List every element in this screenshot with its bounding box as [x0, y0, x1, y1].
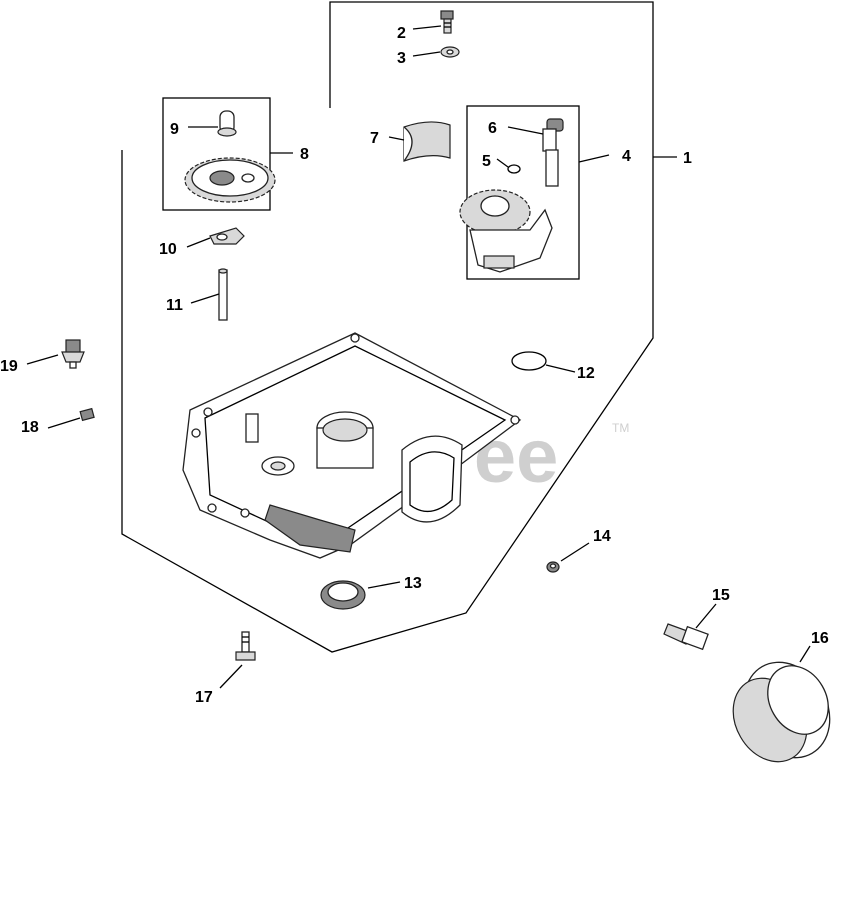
callout-10: 10	[159, 241, 177, 258]
oil-filter-part-16	[732, 661, 831, 763]
assembly-outline	[121, 1, 654, 653]
oil-pump-part-4	[459, 189, 553, 273]
set-screw-part-18	[79, 407, 95, 422]
callout-2: 2	[397, 25, 406, 42]
screen-part-7	[403, 121, 451, 162]
fitting-part-15	[663, 623, 709, 651]
callout-12: 12	[577, 365, 595, 382]
screw-part-2	[440, 10, 454, 34]
callout-19: 19	[0, 358, 18, 375]
bolt-part-17	[235, 631, 256, 661]
callout-6: 6	[488, 120, 497, 137]
washer-part-3	[440, 46, 460, 58]
watermark-trademark: TM	[612, 421, 629, 435]
switch-part-19	[61, 339, 85, 369]
callout-3: 3	[397, 50, 406, 67]
leader-lines	[26, 25, 811, 689]
callout-8: 8	[300, 146, 309, 163]
pickup-tube-part-6	[542, 118, 564, 187]
subassembly-box-8	[162, 97, 271, 211]
callout-15: 15	[712, 587, 730, 604]
o-ring-part-5	[507, 164, 521, 174]
tab-washer-part-10	[209, 227, 245, 245]
pin-part-11	[218, 268, 228, 321]
callout-14: 14	[593, 528, 611, 545]
callout-17: 17	[195, 689, 213, 706]
callout-13: 13	[404, 575, 422, 592]
callout-16: 16	[811, 630, 829, 647]
callout-7: 7	[370, 130, 379, 147]
callout-labels: 2 3 8 9 7 6 5 4 1 10 11 12 13 14 15 16 1…	[0, 25, 829, 706]
o-ring-part-12	[511, 351, 547, 371]
seal-part-13	[320, 580, 366, 610]
cap-part-9	[217, 110, 237, 137]
gear-part-8	[184, 157, 276, 203]
closure-plate	[182, 332, 522, 559]
callout-1: 1	[683, 150, 692, 167]
callout-18: 18	[21, 419, 39, 436]
nut-part-14	[546, 561, 560, 573]
callout-5: 5	[482, 153, 491, 170]
callout-4: 4	[622, 148, 631, 165]
subassembly-box-4	[466, 105, 580, 280]
callout-11: 11	[166, 297, 183, 314]
callout-9: 9	[170, 121, 179, 138]
